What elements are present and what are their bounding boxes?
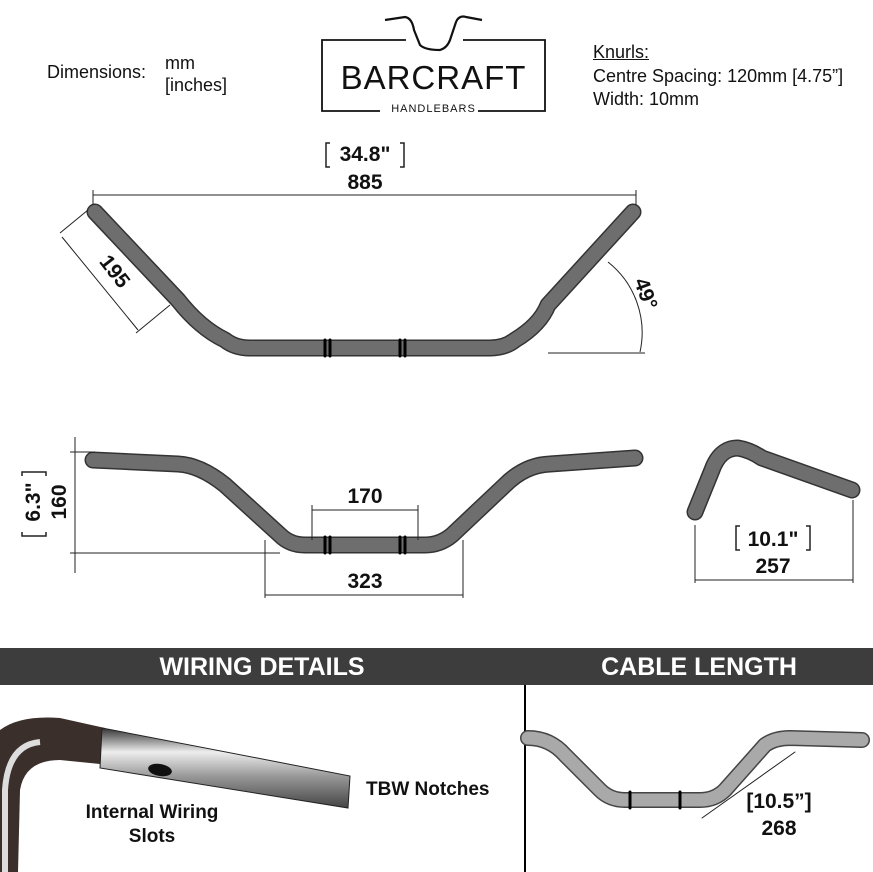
unit-primary: mm [165, 53, 195, 73]
dimensions-label: Dimensions: [47, 62, 147, 82]
logo-brand: BARCRAFT [340, 59, 527, 96]
cable-length-mm: 268 [761, 817, 797, 840]
knurls-width: Width: 10mm [593, 89, 700, 109]
knurls-centre-spacing: Centre Spacing: 120mm [4.75”] [593, 66, 844, 86]
cable-length-title: CABLE LENGTH [601, 653, 797, 681]
internal-wiring-label: Internal Wiring Slots [72, 801, 232, 849]
internal-wiring-line1: Internal Wiring [85, 802, 219, 823]
wiring-chrome-bar [0, 717, 351, 872]
height-inches: 6.3" [22, 482, 45, 522]
width-mm: 885 [347, 171, 383, 194]
barcraft-logo [321, 15, 546, 112]
knurls-title: Knurls: [593, 42, 650, 62]
height-mm: 160 [48, 484, 71, 520]
pullback-mm: 257 [755, 555, 791, 578]
unit-secondary: [inches] [165, 75, 228, 95]
section-banner: WIRING DETAILS CABLE LENGTH [0, 648, 873, 685]
top-view-bar [86, 203, 642, 358]
base-width-mm: 323 [347, 570, 383, 593]
internal-wiring-line2: Slots [128, 826, 176, 847]
top-view-dimensions [59, 142, 645, 354]
center-width-mm: 170 [347, 485, 383, 508]
width-inches: 34.8" [339, 143, 391, 166]
cable-length-bar [520, 730, 870, 819]
tbw-notches-label: TBW Notches [366, 779, 490, 800]
side-view-dimensions [694, 500, 854, 583]
side-view-bar [686, 439, 861, 521]
wiring-details-title: WIRING DETAILS [159, 653, 365, 681]
front-view-dimensions [21, 437, 464, 598]
pullback-inches: 10.1" [747, 528, 799, 551]
logo-tagline: HANDLEBARS [391, 103, 476, 115]
front-view-bar [84, 449, 644, 555]
cable-length-inches: [10.5”] [746, 790, 812, 813]
